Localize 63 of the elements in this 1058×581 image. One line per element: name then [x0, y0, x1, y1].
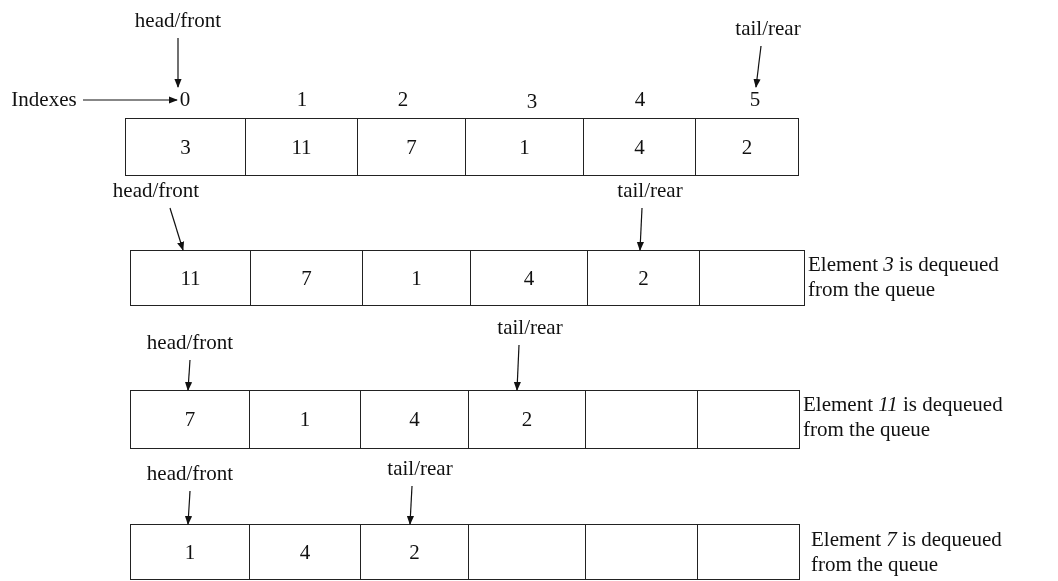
cell-value: 11: [291, 134, 312, 160]
pointer-label: tail/rear: [374, 456, 466, 480]
index-number: 4: [633, 87, 647, 111]
step-caption: Element 7 is dequeued from the queue: [811, 527, 1003, 577]
cell-value: 2: [741, 134, 753, 160]
index-number: 2: [396, 87, 410, 111]
cell-value: 1: [299, 407, 311, 432]
cell-value: 7: [184, 407, 196, 432]
index-number: 3: [525, 89, 539, 113]
cell-value: 1: [519, 134, 530, 160]
arrow: [174, 37, 182, 88]
array-cell: [465, 118, 584, 176]
axis-label: Indexes: [6, 87, 82, 111]
arrow: [184, 490, 193, 525]
arrow: [406, 485, 414, 525]
array-cell: [249, 524, 361, 580]
array-cell: [360, 390, 469, 449]
cell-value: 2: [638, 265, 649, 291]
cell-value: 4: [634, 134, 645, 160]
arrow: [169, 207, 185, 251]
index-number: 0: [178, 87, 192, 111]
array-cell: [587, 250, 700, 306]
array-cell: [130, 524, 250, 580]
cell-value: 11: [180, 265, 201, 291]
cell-value: 1: [411, 265, 422, 291]
array-cell: [250, 250, 363, 306]
array-cell: [470, 250, 588, 306]
array-cell: [583, 118, 696, 176]
array-cell: [125, 118, 246, 176]
array-cell: [245, 118, 358, 176]
pointer-label: head/front: [138, 461, 242, 485]
step-caption: Element 11 is dequeued from the queue: [803, 392, 1004, 442]
cell-value: 2: [409, 539, 420, 565]
cell-value: 4: [523, 265, 535, 291]
array-cell: [360, 524, 469, 580]
arrow: [753, 45, 762, 88]
cell-value: 4: [299, 539, 311, 565]
pointer-label: head/front: [126, 8, 230, 32]
cell-value: 7: [301, 265, 312, 291]
pointer-label: tail/rear: [604, 178, 696, 202]
array-cell: [130, 390, 250, 449]
array-cell: [695, 118, 799, 176]
array-cell: [468, 390, 586, 449]
arrow: [513, 344, 521, 391]
array-cell: [130, 250, 251, 306]
cell-value: 3: [180, 134, 191, 160]
pointer-label: head/front: [138, 330, 242, 354]
array-cell: [362, 250, 471, 306]
cell-value: 1: [184, 539, 196, 565]
step-caption: Element 3 is dequeued from the queue: [808, 252, 1000, 302]
cell-value: 2: [521, 407, 533, 432]
array-cell: [357, 118, 466, 176]
index-number: 5: [748, 87, 762, 111]
arrow: [636, 207, 644, 251]
index-number: 1: [295, 87, 309, 111]
cell-value: 7: [406, 134, 417, 160]
arrow: [82, 96, 178, 104]
arrow: [184, 359, 193, 391]
cell-value: 4: [409, 407, 420, 432]
array-cell: [249, 390, 361, 449]
pointer-label: head/front: [104, 178, 208, 202]
pointer-label: tail/rear: [484, 315, 576, 339]
pointer-label: tail/rear: [722, 16, 814, 40]
